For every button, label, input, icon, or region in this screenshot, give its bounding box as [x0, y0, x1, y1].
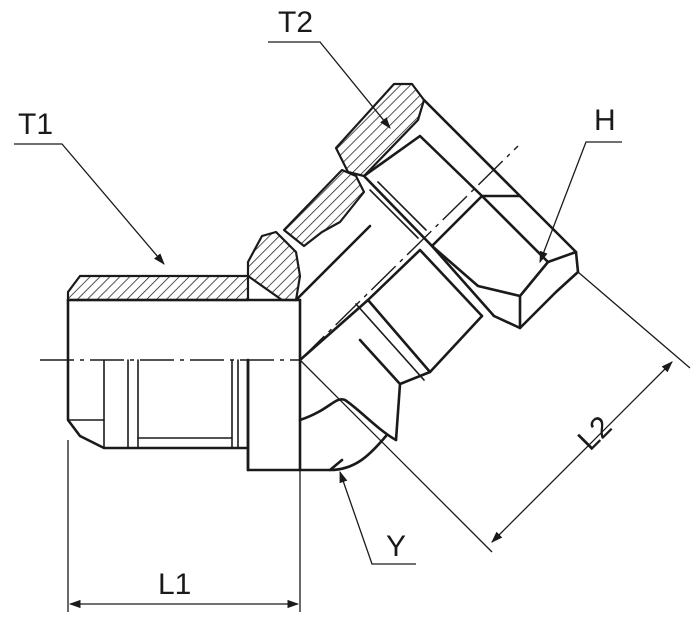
t2-leader — [268, 41, 391, 129]
male-end-outline — [66, 298, 250, 450]
angled-top-edge — [294, 224, 372, 302]
h-label: H — [594, 104, 616, 137]
l2-extension-lower — [299, 359, 493, 553]
shoulder-hatch — [246, 230, 302, 302]
angled-lower-side — [394, 382, 402, 442]
nut-outline — [422, 98, 580, 330]
h-leader — [539, 141, 622, 264]
elbow-curve-outer — [328, 434, 388, 472]
y-label: Y — [386, 530, 406, 563]
angled-body — [246, 224, 484, 442]
t2-label: T2 — [278, 6, 313, 39]
t1-label: T1 — [18, 108, 53, 141]
t2-thread-hatch — [334, 82, 426, 178]
angled-upper-step — [366, 248, 484, 318]
swivel-nut — [282, 82, 580, 330]
t2-lower-hatch — [282, 168, 366, 248]
l2-dimension-line — [491, 361, 673, 543]
angled-centerline — [299, 145, 519, 361]
l2-label: L2 — [572, 410, 619, 457]
angled-right-step — [428, 314, 484, 374]
elbow-curve-lower — [298, 398, 398, 442]
male-thread-end — [66, 274, 302, 450]
l2-extension-upper — [577, 271, 691, 369]
nut-inner-1 — [369, 189, 419, 239]
angled-inner-line — [355, 303, 425, 381]
nut-flat-right — [546, 250, 578, 264]
t1-leader — [14, 143, 165, 265]
t1-thread-hatch — [66, 274, 250, 302]
nut-face-edge — [430, 244, 496, 318]
l1-label: L1 — [158, 568, 191, 601]
hex-body — [246, 358, 398, 472]
hex-body-outline — [246, 358, 344, 472]
y-leader — [339, 470, 416, 565]
angled-middle — [298, 298, 432, 386]
nut-inner-2 — [377, 181, 427, 231]
